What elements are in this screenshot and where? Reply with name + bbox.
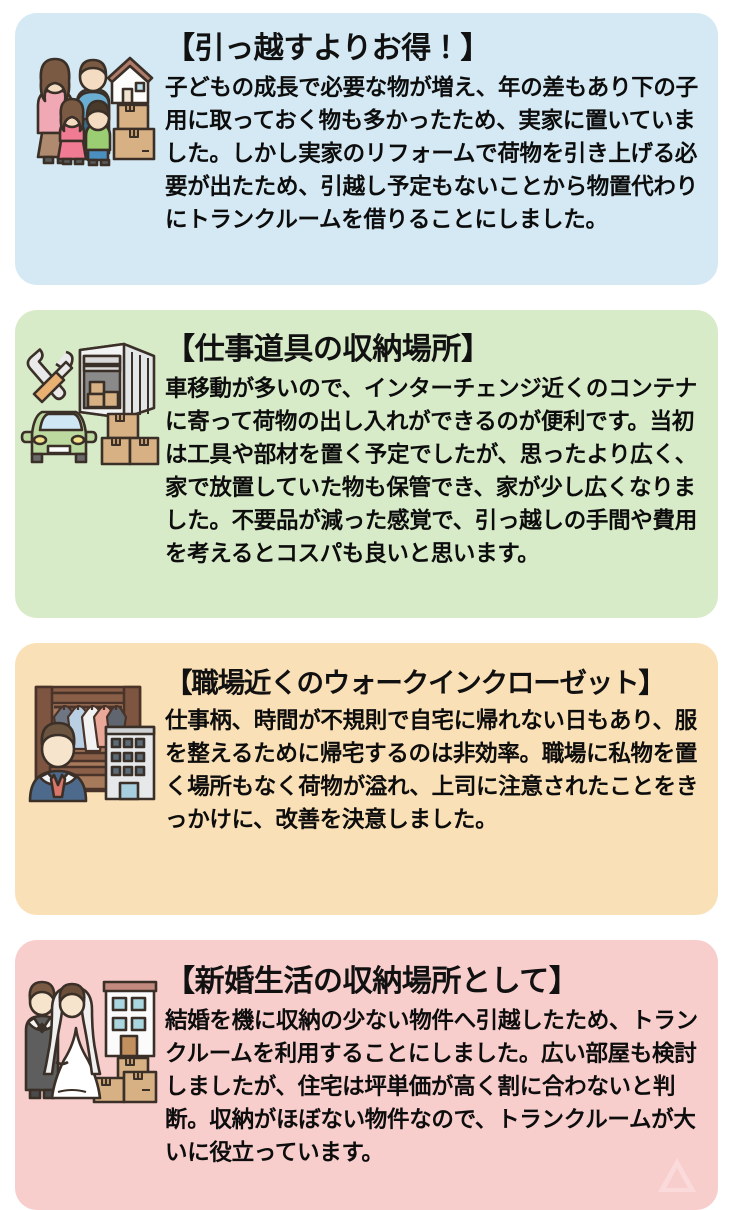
- card-text: 結婚を機に収納の少ない物件へ引越したため、トランクルームを利用することにしました…: [165, 1008, 698, 1166]
- card-title: 【引っ越すよりお得！】: [165, 31, 490, 66]
- card-body: 【職場近くのウォークインクローゼット】 仕事柄、時間が不規則で自宅に帰れない日も…: [165, 665, 718, 837]
- closet-businessman-building-icon: [15, 665, 165, 805]
- card-body: 【新婚生活の収納場所として】 結婚を機に収納の少ない物件へ引越したため、トランク…: [165, 962, 718, 1170]
- card-body: 【引っ越すよりお得！】 子どもの成長で必要な物が増え、年の差もあり下の子用に取っ…: [165, 29, 718, 237]
- family-house-boxes-icon: [15, 29, 165, 171]
- card-text: 子どもの成長で必要な物が増え、年の差もあり下の子用に取っておく物も多かったため、…: [165, 75, 698, 233]
- card-title: 【仕事道具の収納場所】: [165, 332, 491, 367]
- tools-container-car-boxes-icon: [15, 330, 165, 476]
- card-text: 仕事柄、時間が不規則で自宅に帰れない日もあり、服を整えるために帰宅するのは非効率…: [165, 708, 699, 833]
- wedding-couple-building-boxes-icon: [15, 962, 165, 1104]
- info-card-newlywed-storage: 【新婚生活の収納場所として】 結婚を機に収納の少ない物件へ引越したため、トランク…: [15, 940, 718, 1210]
- card-body: 【仕事道具の収納場所】 車移動が多いので、インターチェンジ近くのコンテナに寄って…: [165, 330, 718, 570]
- card-text: 車移動が多いので、インターチェンジ近くのコンテナに寄って荷物の出し入れができるの…: [165, 376, 697, 567]
- info-card-work-tools-storage: 【仕事道具の収納場所】 車移動が多いので、インターチェンジ近くのコンテナに寄って…: [15, 310, 718, 618]
- card-title: 【職場近くのウォークインクローゼット】: [165, 667, 666, 699]
- card-title: 【新婚生活の収納場所として】: [165, 964, 579, 999]
- info-card-moving-cheaper: 【引っ越すよりお得！】 子どもの成長で必要な物が増え、年の差もあり下の子用に取っ…: [15, 13, 718, 285]
- info-card-walk-in-closet: 【職場近くのウォークインクローゼット】 仕事柄、時間が不規則で自宅に帰れない日も…: [15, 643, 718, 915]
